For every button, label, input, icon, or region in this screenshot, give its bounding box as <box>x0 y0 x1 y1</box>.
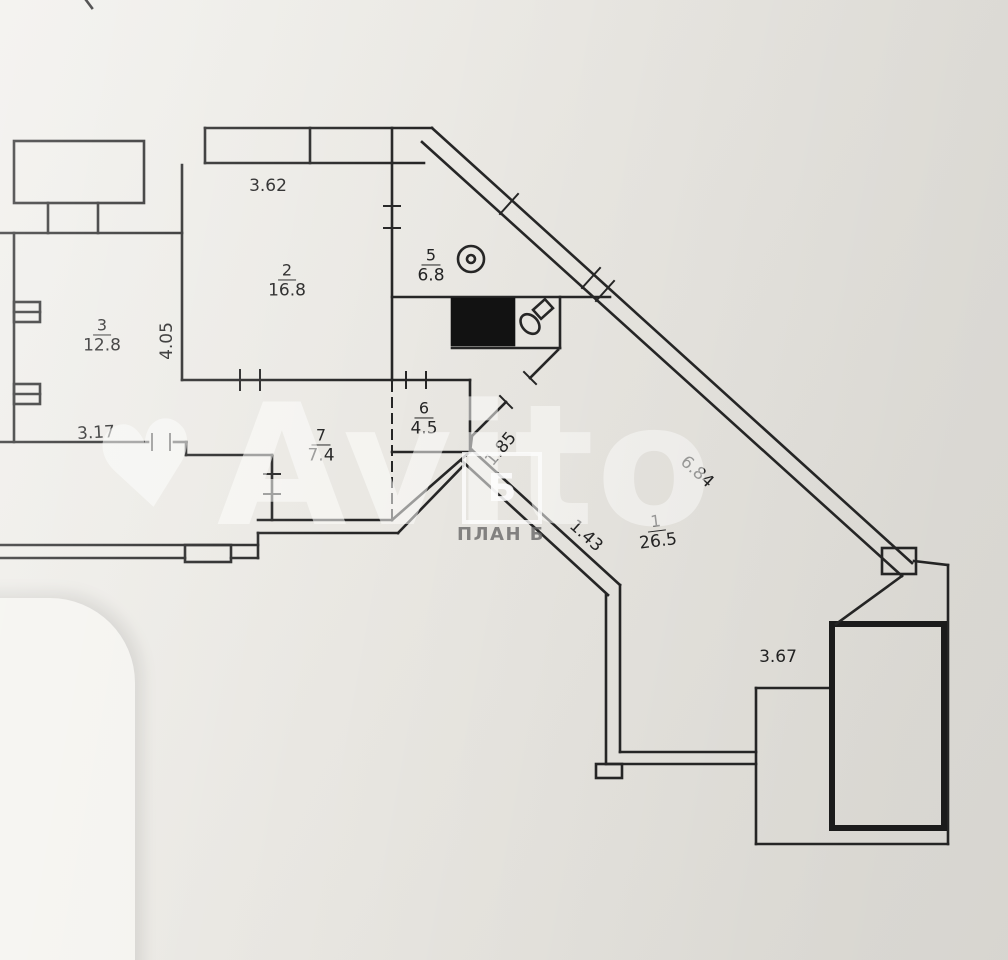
room-number: 6 <box>414 399 434 419</box>
dimension-room2-width: 3.62 <box>249 176 287 196</box>
room-label-5: 5 6.8 <box>417 246 444 285</box>
agency-logo-letter: Б <box>487 466 517 510</box>
bathroom-walls <box>390 295 612 350</box>
dimension-room3-height: 4.05 <box>157 322 177 360</box>
paper-mark <box>84 0 94 10</box>
hall-walls <box>0 433 400 564</box>
room-label-3: 3 12.8 <box>83 316 121 355</box>
room-number: 5 <box>421 246 441 266</box>
outer-diagonal-wall <box>420 126 914 578</box>
underlying-sheet-corner <box>0 598 135 960</box>
shaft-block <box>450 297 516 347</box>
dimension-loggia-width: 3.67 <box>759 647 797 667</box>
room3-walls <box>0 163 184 444</box>
room-number: 7 <box>311 426 331 446</box>
room-number: 3 <box>92 316 112 336</box>
room-area: 6.8 <box>417 265 445 286</box>
room-number: 1 <box>645 511 666 533</box>
room-label-6: 6 4.5 <box>410 399 437 438</box>
room-area: 4.5 <box>410 418 438 439</box>
room-area: 16.8 <box>268 280 306 301</box>
toilet-icon <box>519 297 555 336</box>
sink-icon <box>456 244 486 274</box>
room-label-7: 7 7.4 <box>307 426 334 465</box>
corridor-lower-walls <box>390 448 758 780</box>
agency-logo: Б <box>462 452 542 524</box>
room-area: 7.4 <box>307 445 335 466</box>
loggia-walls <box>754 546 950 846</box>
room-number: 2 <box>277 261 297 281</box>
room-label-2: 2 16.8 <box>268 261 306 300</box>
balcony-top-left-walls <box>12 139 146 235</box>
room-area: 12.8 <box>83 335 121 356</box>
corridor-upper-wall <box>468 348 560 454</box>
dimension-hall-width: 3.17 <box>76 422 116 444</box>
room6-walls <box>390 371 472 519</box>
agency-name: ПЛАН Б <box>457 524 545 545</box>
room-label-1: 1 26.5 <box>636 510 678 554</box>
room2-walls <box>180 126 434 391</box>
